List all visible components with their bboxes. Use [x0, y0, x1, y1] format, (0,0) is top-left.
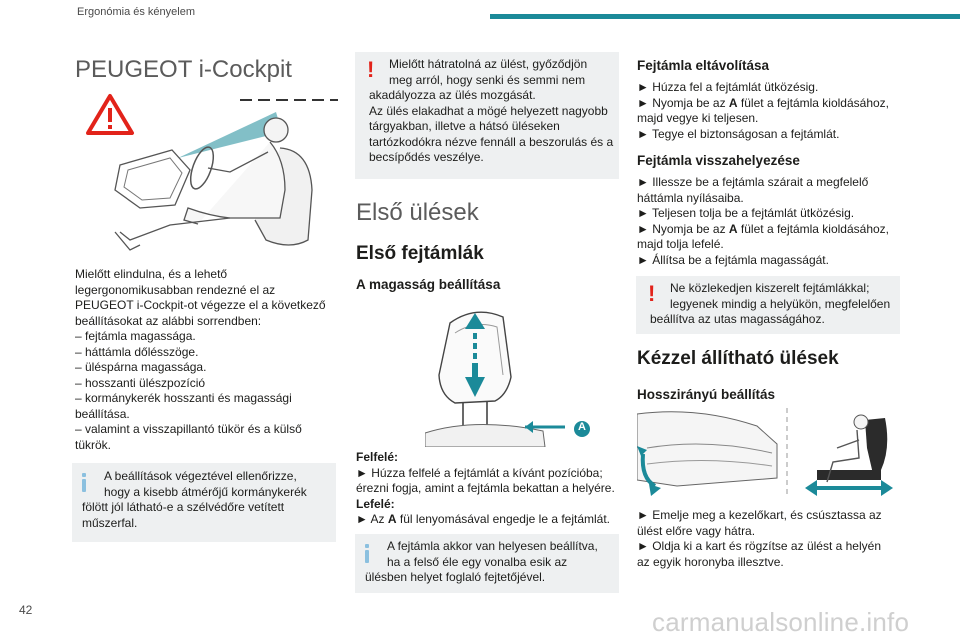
manual-seats-title: Kézzel állítható ülések	[637, 348, 839, 369]
warning-triangle-icon	[86, 94, 134, 135]
warning-exclamation-icon: !	[367, 57, 375, 82]
subsection-title-headrests: Első fejtámlák	[356, 243, 484, 264]
info-box-cockpit: A beállítások végeztével ellenőrizze, ho…	[72, 463, 336, 542]
section-title-front-seats: Első ülések	[356, 199, 479, 226]
info-icon	[365, 544, 369, 563]
watermark: carmanualsonline.info	[652, 607, 910, 637]
headrest-illustration	[425, 311, 590, 447]
chapter-title: Ergonómia és kényelem	[77, 6, 196, 18]
longitudinal-adjustment-illustration	[637, 408, 893, 496]
headrest-removal-title: Fejtámla eltávolítása	[637, 58, 770, 73]
cockpit-illustration	[86, 94, 338, 251]
headrest-refit-steps: ► Illessze be a fejtámla szárait a megfe…	[637, 175, 890, 267]
headrest-refit-title: Fejtámla visszahelyezése	[637, 153, 800, 168]
longitudinal-adjustment-steps: ► Emelje meg a kezelőkart, és csúsztassa…	[637, 508, 882, 569]
callout-a-badge	[574, 421, 590, 437]
page-number: 42	[19, 603, 33, 617]
header-accent-bar	[490, 14, 960, 19]
warning-exclamation-icon: !	[648, 281, 656, 306]
cockpit-intro-text: Mielőtt elindulna, és a lehető legergono…	[75, 267, 326, 452]
info-icon	[82, 473, 86, 492]
up-down-arrow-icon	[465, 313, 485, 397]
height-adjustment-title: A magasság beállítása	[356, 277, 501, 292]
headrest-instructions: Felfelé: ► Húzza felfelé a fejtámlát a k…	[356, 450, 615, 526]
callout-a-label: A	[578, 421, 586, 433]
warning-box-seat: ! Mielőtt hátratolná az ülést, győződjön…	[355, 52, 619, 179]
info-box-headrest: A fejtámla akkor van helyesen beállítva,…	[355, 534, 619, 593]
longitudinal-adjustment-title: Hosszirányú beállítás	[637, 387, 776, 402]
warning-box-headrest: ! Ne közlekedjen kiszerelt fejtámlákkal;…	[636, 276, 900, 334]
page-title: PEUGEOT i-Cockpit	[75, 56, 292, 83]
headrest-removal-steps: ► Húzza fel a fejtámlát ütközésig. ► Nyo…	[637, 80, 890, 141]
